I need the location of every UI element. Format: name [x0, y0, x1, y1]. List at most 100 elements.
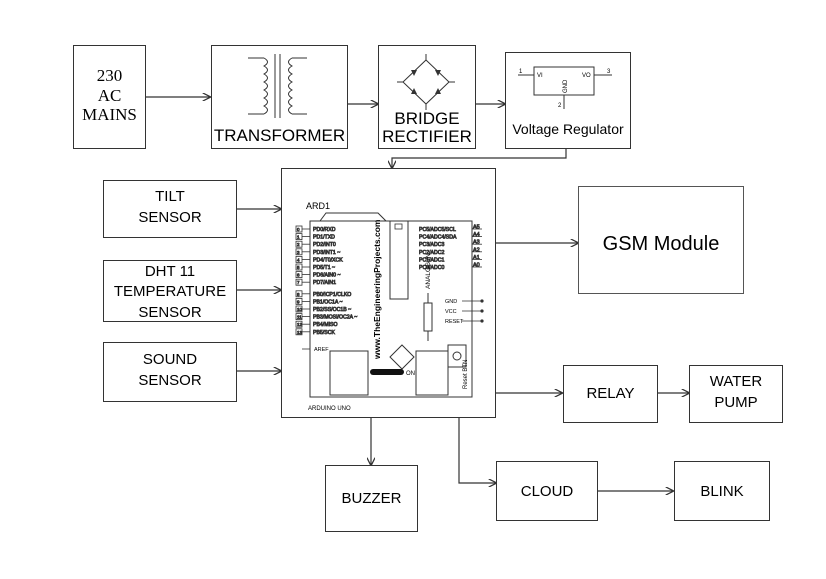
- rectifier-block: BRIDGE RECTIFIER: [378, 45, 476, 149]
- water-pump-block: WATER PUMP: [689, 365, 783, 423]
- gsm-module-block: GSM Module: [578, 186, 744, 294]
- reg-pin-in: 1: [519, 69, 523, 75]
- digital-pin-number: 7: [297, 280, 300, 285]
- blink-block: BLINK: [674, 461, 770, 521]
- sound-line-1: SOUND: [142, 351, 198, 368]
- digital-pin-label: PD3/INT1 ~: [313, 250, 340, 256]
- digital-pin-label: PB5/SCK: [313, 330, 335, 336]
- gsm-label: GSM Module: [602, 233, 720, 255]
- reset-button-icon: [447, 344, 467, 368]
- transformer-label: TRANSFORMER: [213, 126, 346, 145]
- regulator-block: 1 3 2 VI VO GND Voltage Regulator: [505, 52, 631, 149]
- wire-regulator-arduino: [392, 148, 567, 168]
- analog-pin-label: PC2/ADC2: [419, 250, 444, 256]
- digital-pin-number: 2: [297, 242, 300, 247]
- digital-pin-number: 5: [297, 265, 300, 270]
- buzzer-block: BUZZER: [325, 465, 418, 532]
- regulator-icon: 1 3 2 VI VO GND: [518, 66, 612, 109]
- digital-pin-number: 12: [297, 322, 303, 327]
- analog-pin-number: A0: [473, 263, 480, 269]
- digital-pin-number: 3: [297, 250, 300, 255]
- website-label: www.TheEngineeringProjects.com: [372, 219, 382, 360]
- tilt-line-2: SENSOR: [138, 209, 202, 226]
- on-label: ON: [406, 371, 415, 377]
- buzzer-label: BUZZER: [341, 490, 402, 507]
- relay-block: RELAY: [563, 365, 658, 423]
- analog-pin-label: PC3/ADC3: [419, 242, 444, 248]
- wire-arduino-cloud: [458, 418, 496, 483]
- analog-pin-number: A5: [473, 225, 480, 231]
- power-jack: [415, 350, 449, 396]
- analog-pin-label: PC1/ADC1: [419, 257, 444, 263]
- digital-pin-label: PB0/ICP1/CLKO: [313, 292, 351, 298]
- cloud-label: CLOUD: [520, 483, 574, 500]
- rectifier-line-2: RECTIFIER: [382, 126, 472, 146]
- mains-block: 230 AC MAINS: [73, 45, 146, 149]
- analog-pin-label: PC4/ADC4/SDA: [419, 235, 457, 241]
- tilt-sensor-block: TILT SENSOR: [103, 180, 237, 238]
- power-pin-label: RESET: [445, 319, 464, 325]
- digital-pin-label: PD0/RXD: [313, 227, 336, 233]
- pump-line-2: PUMP: [714, 394, 758, 411]
- regulator-label: Voltage Regulator: [512, 121, 624, 137]
- arduino-block: ARD1 0 PD0/RXD 1 PD1/TXD 2 PD2/INT0 3 PD3/INT1 …: [281, 168, 496, 418]
- digital-pin-label: PB4/MISO: [313, 322, 338, 328]
- digital-pin-number: 11: [297, 315, 302, 320]
- digital-pin-label: PD5/T1 ~: [313, 265, 335, 271]
- rectifier-line-1: BRIDGE: [394, 109, 460, 128]
- digital-pin-number: 8: [297, 292, 300, 297]
- reset-btn-label: Reset BTN: [463, 360, 469, 389]
- reg-pin-gnd: 2: [558, 103, 562, 109]
- mains-line-1: 230: [96, 66, 123, 85]
- dht-line-3: SENSOR: [138, 303, 202, 321]
- digital-pin-label: PD7/AIN1: [313, 280, 336, 286]
- mains-line-3: MAINS: [82, 105, 137, 125]
- transformer-icon: [248, 54, 307, 118]
- digital-pin-label: PD2/INT0: [313, 242, 336, 248]
- digital-pin-label: PD6/AIN0 ~: [313, 273, 341, 279]
- analog-pin-label: PC5/ADC5/SCL: [419, 227, 456, 233]
- digital-pin-number: 10: [297, 307, 303, 312]
- dht-line-2: TEMPERATURE: [113, 283, 227, 301]
- digital-pin-label: PB2/SS/OC1B ~: [313, 307, 351, 313]
- analog-pin-label: PC0/ADC0: [419, 265, 444, 271]
- power-pin-label: GND: [445, 299, 457, 305]
- blink-label: BLINK: [700, 483, 744, 500]
- pump-line-1: WATER: [709, 373, 763, 390]
- analog-pin-number: A3: [473, 240, 480, 246]
- reg-gnd: GND: [563, 79, 569, 93]
- usb-connector: [329, 350, 369, 396]
- reg-pin-out: 3: [607, 69, 611, 75]
- digital-pin-number: 13: [297, 330, 303, 335]
- dht11-sensor-block: DHT 11 TEMPERATURE SENSOR: [103, 260, 237, 322]
- digital-pin-label: PD1/TXD: [313, 235, 335, 241]
- aref-label: AREF: [314, 347, 329, 353]
- crystal-component: [423, 302, 433, 332]
- reg-vi: VI: [537, 73, 543, 79]
- digital-pin-number: 0: [297, 227, 300, 232]
- mains-line-2: AC: [97, 85, 122, 105]
- power-pin-label: VCC: [445, 309, 457, 315]
- dht-line-1: DHT 11: [144, 263, 196, 280]
- tilt-line-1: TILT: [155, 188, 185, 205]
- digital-pin-label: PD4/T0/XCK: [313, 257, 343, 263]
- sound-line-2: SENSOR: [138, 372, 202, 389]
- reg-vo: VO: [582, 73, 591, 79]
- mcu-chip: [389, 220, 409, 300]
- bridge-diode-icon: [397, 54, 455, 110]
- analog-pin-number: A4: [473, 232, 480, 238]
- sound-sensor-block: SOUND SENSOR: [103, 342, 237, 402]
- smd-chip: [389, 344, 415, 370]
- arduino-ref: ARD1: [306, 201, 330, 211]
- on-led: [370, 369, 404, 375]
- analog-pin-number: A1: [473, 255, 480, 261]
- analog-in-label: ANALOG IN: [425, 253, 432, 289]
- digital-pin-label: PB1/OC1A ~: [313, 299, 343, 305]
- digital-pin-number: 4: [297, 257, 300, 262]
- analog-pin-number: A2: [473, 247, 480, 253]
- digital-pin-label: PB3/MOSI/OC2A ~: [313, 315, 357, 321]
- digital-pin-number: 6: [297, 273, 300, 278]
- digital-pin-number: 9: [297, 299, 300, 304]
- digital-pin-number: 1: [297, 235, 300, 240]
